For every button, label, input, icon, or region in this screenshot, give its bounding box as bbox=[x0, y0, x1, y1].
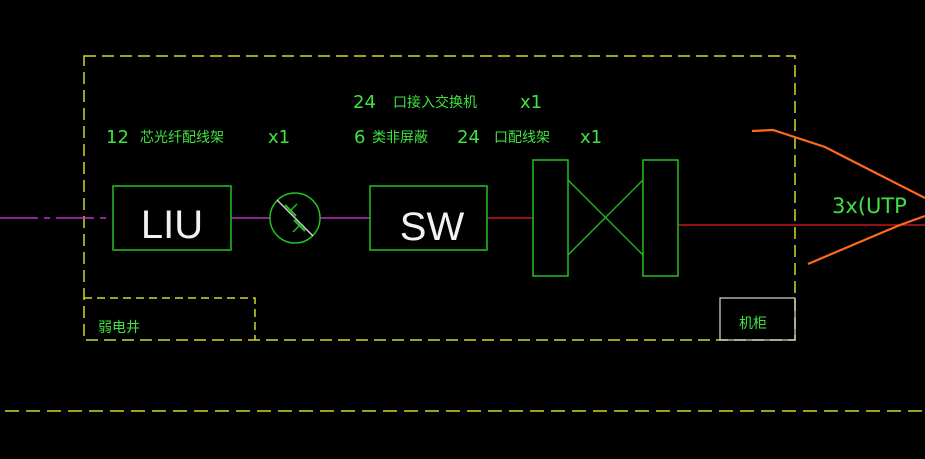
patch-type: 6 bbox=[354, 127, 365, 148]
cabinet-label: 机柜 bbox=[739, 316, 767, 332]
cable-bundle bbox=[751, 128, 925, 266]
cabinet-label-box bbox=[719, 297, 796, 341]
patch-qty: x1 bbox=[580, 127, 602, 148]
cabinet-boundary bbox=[83, 55, 796, 341]
utp-label: 3x(UTP bbox=[832, 194, 907, 218]
liu-box bbox=[112, 185, 232, 251]
patch-panel-icon bbox=[532, 159, 679, 277]
fiber-panel-name: 芯光纤配线架 bbox=[140, 130, 224, 146]
patch-name: 类非屏蔽 bbox=[372, 130, 428, 146]
fiber-panel-qty: x1 bbox=[268, 127, 290, 148]
switch-box bbox=[369, 185, 488, 251]
fiber-panel-count: 12 bbox=[106, 127, 129, 148]
liu-label: LIU bbox=[141, 203, 203, 247]
fiber-connector-icon bbox=[269, 192, 321, 244]
shaft-label: 弱电井 bbox=[98, 320, 140, 336]
switch-label: SW bbox=[400, 205, 465, 249]
switch-count: 24 bbox=[353, 92, 376, 113]
switch-name: 口接入交换机 bbox=[393, 94, 477, 111]
patch-count: 24 bbox=[457, 127, 480, 148]
patch-name2: 口配线架 bbox=[494, 130, 550, 146]
switch-qty: x1 bbox=[520, 92, 542, 113]
shaft-region bbox=[84, 297, 256, 340]
